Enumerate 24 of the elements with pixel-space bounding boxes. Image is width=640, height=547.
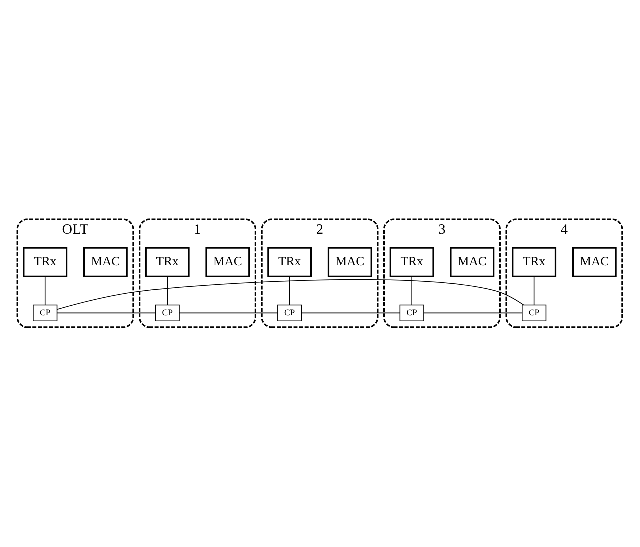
node-box: TRx: [268, 247, 312, 278]
node-box: MAC: [83, 247, 128, 278]
node-box: TRx: [145, 247, 190, 278]
node-box: CP: [155, 304, 180, 322]
connector: [167, 276, 168, 306]
node-box: CP: [400, 304, 424, 322]
node-box: TRx: [512, 247, 557, 278]
connector: [57, 279, 524, 310]
node-box: CP: [522, 304, 547, 322]
node-box: MAC: [206, 247, 250, 278]
node-box: MAC: [450, 247, 495, 278]
node-box: TRx: [23, 247, 68, 278]
node-box: MAC: [328, 247, 372, 278]
node-box: CP: [33, 304, 58, 322]
connector: [44, 276, 46, 306]
connector: [179, 312, 278, 314]
connector: [289, 276, 290, 306]
connector: [56, 312, 156, 314]
node-box: MAC: [572, 247, 617, 278]
connector: [424, 312, 523, 314]
node-box: TRx: [390, 247, 434, 278]
connector: [534, 276, 535, 306]
node-box: CP: [278, 304, 302, 322]
connector: [301, 312, 400, 314]
